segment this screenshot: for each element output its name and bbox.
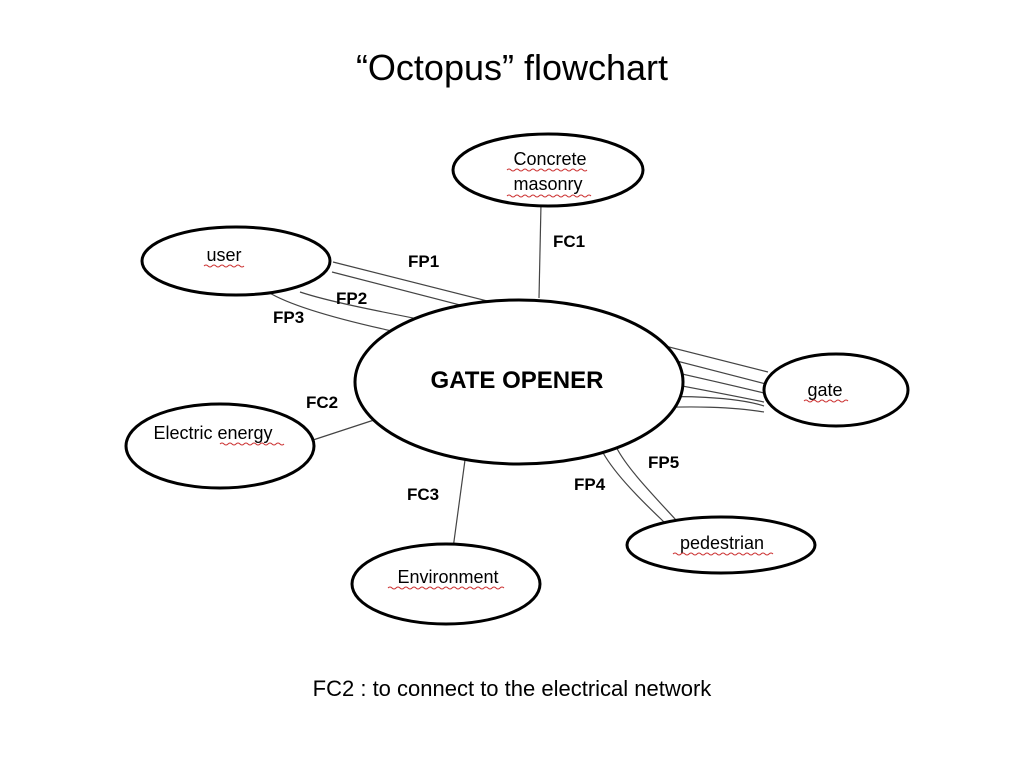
gate-opener-label: GATE OPENER <box>431 367 604 394</box>
concrete-label-line2: masonry <box>513 174 582 194</box>
gate-label: gate <box>807 380 842 400</box>
pedestrian-label: pedestrian <box>680 533 764 553</box>
label-fp2: FP2 <box>336 289 367 308</box>
label-fc3: FC3 <box>407 485 439 504</box>
spellcheck-underline <box>803 399 849 403</box>
node-environment: Environment <box>350 542 542 626</box>
label-fp4: FP4 <box>574 475 606 494</box>
flow-labels: FC1 FP1 FP2 FP3 FC2 FC3 FP4 FP5 <box>273 232 679 504</box>
user-label: user <box>206 245 241 265</box>
spellcheck-underline <box>506 194 592 198</box>
label-fc1: FC1 <box>553 232 585 251</box>
environment-label: Environment <box>397 567 498 587</box>
label-fp5: FP5 <box>648 453 679 472</box>
link-fc1 <box>538 203 542 299</box>
node-gate: gate <box>762 352 910 428</box>
spellcheck-underline <box>672 552 774 556</box>
electric-energy-label: Electric energy <box>153 423 272 443</box>
concrete-label-line1: Concrete <box>513 149 586 169</box>
spellcheck-underline <box>506 168 588 172</box>
spellcheck-underline <box>219 442 285 446</box>
node-pedestrian: pedestrian <box>625 515 817 575</box>
caption: FC2 : to connect to the electrical netwo… <box>312 676 712 701</box>
slide-title: “Octopus” flowchart <box>355 47 669 88</box>
label-fp3: FP3 <box>273 308 304 327</box>
node-user: user <box>140 225 332 297</box>
node-electric-energy: Electric energy <box>124 402 316 490</box>
node-gate-opener: GATE OPENER <box>353 298 685 466</box>
label-fc2: FC2 <box>306 393 338 412</box>
node-concrete-masonry: Concrete masonry <box>451 132 645 208</box>
label-fp1: FP1 <box>408 252 439 271</box>
link-fc2 <box>312 419 375 441</box>
link-fc3 <box>451 459 466 557</box>
spellcheck-underline <box>203 264 245 268</box>
spellcheck-underline <box>387 586 505 590</box>
